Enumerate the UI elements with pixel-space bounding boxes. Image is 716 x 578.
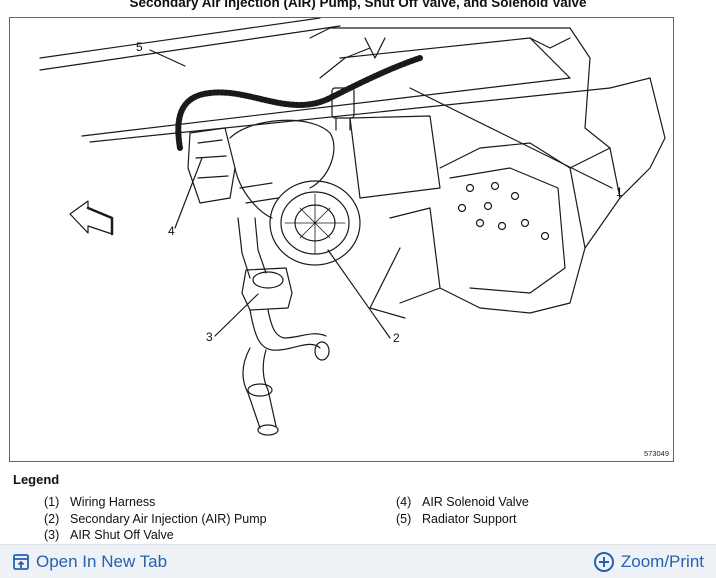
zoom-print-button[interactable]: Zoom/Print (593, 549, 704, 575)
line-drawing (39, 18, 666, 436)
legend-item-label: AIR Shut Off Valve (70, 528, 174, 542)
legend-item: (3) AIR Shut Off Valve (44, 527, 267, 544)
legend-column-left: (1) Wiring Harness (2) Secondary Air Injec… (44, 494, 267, 544)
legend-item-label: AIR Solenoid Valve (422, 495, 529, 509)
legend-item: (2) Secondary Air Injection (AIR) Pump (44, 511, 267, 528)
legend-item: (5) Radiator Support (396, 511, 529, 528)
footer-bar: Open In New Tab Zoom/Print (0, 544, 716, 578)
zoom-print-label: Zoom/Print (620, 552, 704, 571)
figure-number: 573049 (643, 449, 669, 458)
legend-item: (1) Wiring Harness (44, 494, 267, 511)
legend-heading: Legend (13, 472, 60, 487)
legend-item-label: Radiator Support (422, 511, 517, 526)
legend-item-number: (1) (44, 495, 60, 509)
legend-item-number: (5) (396, 511, 412, 526)
plus-circle-icon (593, 551, 615, 573)
open-in-new-tab-button[interactable]: Open In New Tab (12, 549, 167, 575)
legend-item-label: Secondary Air Injection (AIR) Pump (70, 511, 267, 526)
legend-item-number: (3) (44, 528, 60, 542)
open-in-new-tab-label: Open In New Tab (36, 552, 168, 571)
legend-item-number: (2) (44, 511, 60, 526)
legend-item-number: (4) (396, 495, 412, 509)
legend-item-label: Wiring Harness (70, 495, 156, 509)
legend-item: (4) AIR Solenoid Valve (396, 494, 529, 511)
legend-column-right: (4) AIR Solenoid Valve (5) Radiator Suppor… (396, 494, 529, 527)
open-tab-icon (12, 553, 30, 571)
diagram-title: Secondary Air Injection (AIR) Pump, Shut… (129, 0, 587, 10)
diagram-frame: 5 1 2 3 4 573049 (9, 17, 674, 462)
